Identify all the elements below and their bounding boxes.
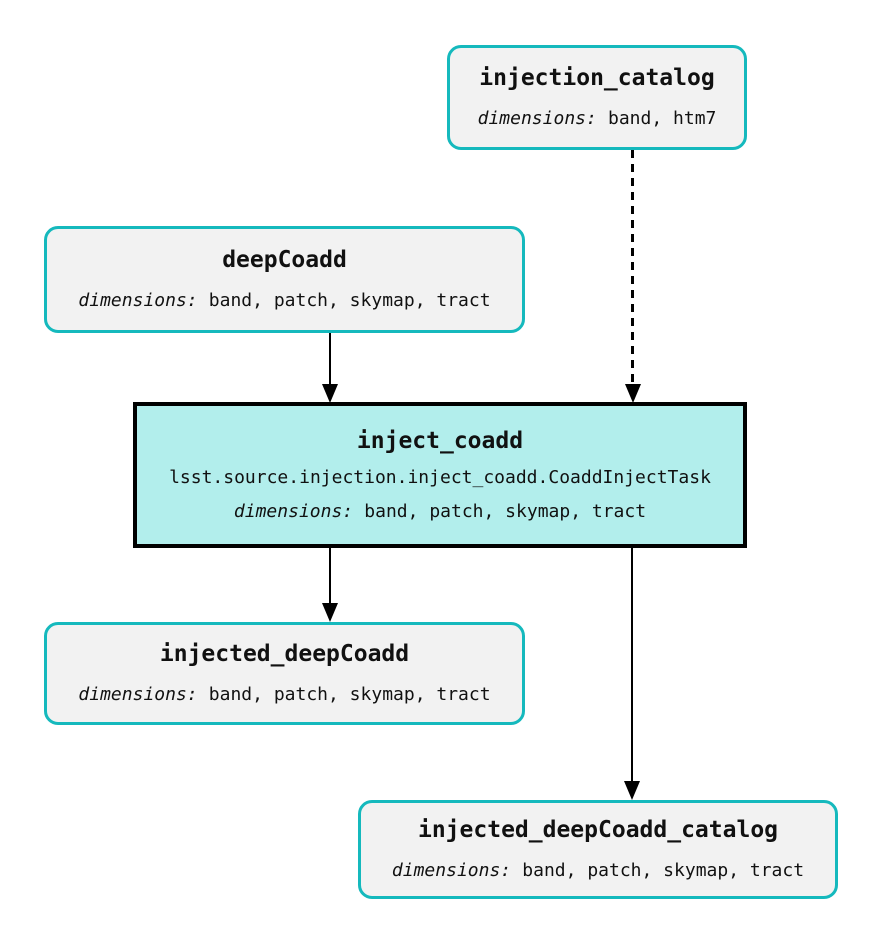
arrowhead-icon [322,384,338,403]
dimensions-line: dimensions: band, patch, skymap, tract [78,686,490,704]
dimensions-label: dimensions: [233,500,354,522]
dimensions-value: band, patch, skymap, tract [364,500,647,522]
dataset-title: deepCoadd [222,247,347,273]
node-injected-deepcoadd: injected_deepCoadd dimensions: band, patc… [44,622,525,725]
edge-inject-coadd-to-injected-deepcoadd [329,548,331,604]
dimensions-label: dimensions: [78,684,198,705]
arrowhead-icon [322,603,338,622]
node-injected-deepcoadd-catalog: injected_deepCoadd_catalog dimensions: ba… [358,800,838,899]
dimensions-line: dimensions: band, patch, skymap, tract [78,292,490,310]
edge-deepcoadd-to-inject-coadd [329,333,331,385]
node-inject-coadd-task: inject_coadd lsst.source.injection.injec… [133,402,747,548]
node-injection-catalog: injection_catalog dimensions: band, htm7 [447,45,747,150]
arrowhead-icon [625,384,641,403]
dimensions-label: dimensions: [391,860,512,881]
dimensions-line: dimensions: band, htm7 [478,110,717,128]
dimensions-line: dimensions: band, patch, skymap, tract [233,500,647,522]
edge-inject-coadd-to-injected-deepcoadd-catalog [631,548,633,782]
dataset-title: injected_deepCoadd [159,641,410,667]
dimensions-line: dimensions: band, patch, skymap, tract [392,862,804,880]
dimensions-value: band, patch, skymap, tract [208,290,491,311]
task-class-path: lsst.source.injection.inject_coadd.Coadd… [169,466,711,488]
dimensions-value: band, htm7 [608,108,717,129]
task-title: inject_coadd [356,427,524,454]
edge-injection-catalog-to-inject-coadd-dashed [631,150,634,385]
dimensions-label: dimensions: [477,108,597,129]
node-deepcoadd: deepCoadd dimensions: band, patch, skymap… [44,226,525,333]
arrowhead-icon [624,781,640,800]
dimensions-value: band, patch, skymap, tract [208,684,491,705]
dataset-title: injected_deepCoadd_catalog [417,817,779,843]
dataset-title: injection_catalog [479,65,715,91]
dimensions-value: band, patch, skymap, tract [522,860,805,881]
dimensions-label: dimensions: [78,290,198,311]
